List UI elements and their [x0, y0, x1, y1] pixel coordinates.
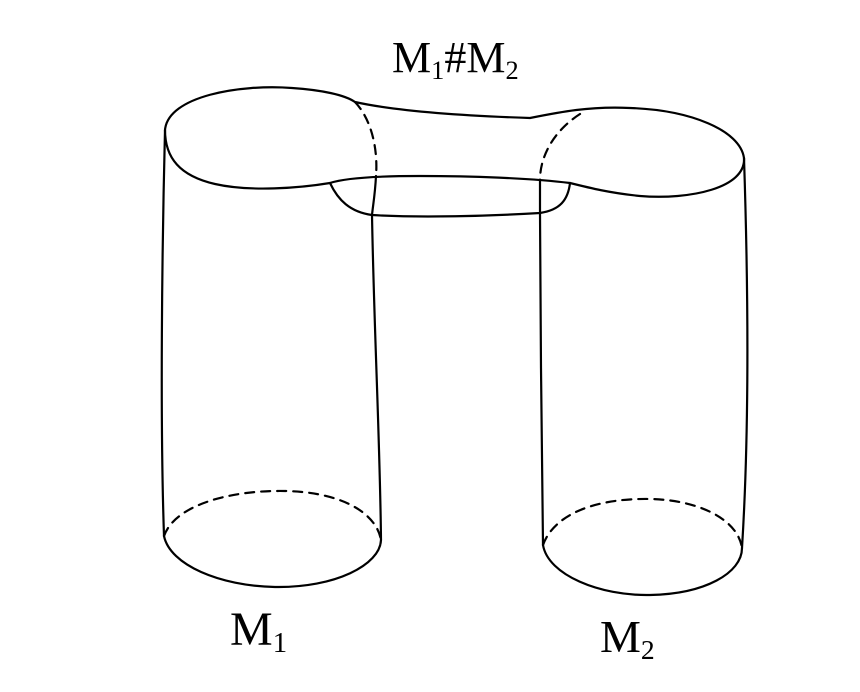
- connected-sum-sub1: 1: [431, 54, 445, 85]
- connected-sum-base: M: [392, 33, 432, 82]
- left-bottom-ellipse-back: [162, 489, 383, 542]
- left-cylinder-right-side: [370, 213, 383, 542]
- neck-left-seam-solid: [370, 174, 378, 217]
- right-manifold-sub: 2: [640, 633, 655, 665]
- right-manifold-base: M: [600, 611, 641, 662]
- left-cylinder-left-side: [160, 128, 167, 538]
- right-bottom-ellipse-front: [541, 543, 744, 597]
- top-surface-outline: [163, 86, 746, 198]
- right-bottom-ellipse-back: [541, 497, 744, 550]
- connected-sum-separator: #M: [444, 33, 506, 82]
- connected-sum-sub2: 2: [505, 54, 519, 85]
- neck-left-seam-dashed: [353, 100, 378, 178]
- left-bottom-ellipse-front: [162, 534, 383, 589]
- connected-sum-label: M1#M2: [392, 33, 519, 83]
- right-cylinder-left-side: [538, 211, 545, 547]
- neck-right-seam-dashed: [538, 112, 582, 182]
- neck-front-edge: [328, 181, 572, 218]
- left-manifold-base: M: [230, 603, 273, 656]
- left-manifold-label: M1: [230, 603, 287, 658]
- right-cylinder-right-side: [740, 156, 749, 550]
- right-manifold-label: M2: [600, 611, 655, 664]
- left-manifold-sub: 1: [272, 627, 288, 660]
